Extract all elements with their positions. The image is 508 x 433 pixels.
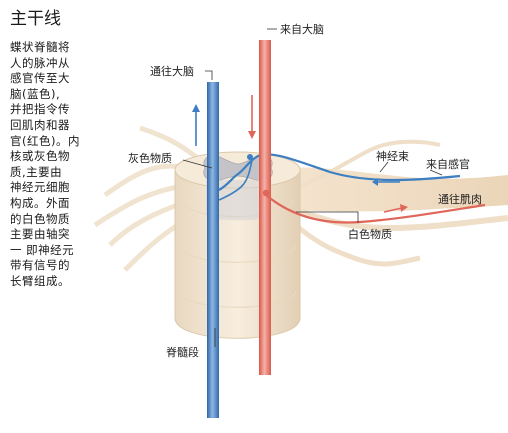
description-line: 脑(蓝色), (10, 86, 61, 101)
label-nerve-bundle: 神经束 (376, 149, 409, 163)
label-gray-matter: 灰色物质 (128, 151, 172, 165)
description-line: 带有信号的 (10, 258, 70, 273)
description-line: 并把指令传 (10, 102, 70, 117)
description-line: 神经元细胞 (10, 180, 70, 195)
nerve-bundle (280, 139, 508, 267)
label-from-senses: 来自感官 (426, 157, 470, 171)
description-line: 的白色物质 (10, 211, 70, 226)
label-to-brain: 通往大脑 (150, 64, 194, 78)
label-to-muscles: 通往肌肉 (438, 192, 482, 206)
description-line: 人的脉冲从 (10, 55, 70, 70)
spinal-segment (174, 151, 301, 339)
figure-title: 主干线 (10, 9, 61, 29)
description-line: 长臂组成。 (10, 273, 70, 288)
description-line: 蝶状脊髓将 (10, 40, 70, 54)
description-line: 回肌肉和器 (10, 117, 70, 132)
description-line: 感官传至大 (10, 71, 70, 86)
label-white-matter: 白色物质 (348, 227, 392, 241)
description-line: 核或灰色物 (10, 149, 70, 164)
description-line: 构成。外面 (10, 195, 70, 210)
label-spinal-segment: 脊髓段 (166, 345, 199, 359)
description-line: 质,主要由 (10, 164, 63, 179)
description-line: 一 即神经元 (10, 242, 75, 257)
leader-lines (182, 28, 471, 347)
description-line: 主要由轴突 (10, 227, 70, 242)
description-line: 官(红色)。内 (10, 133, 80, 148)
figure-description: 蝶状脊髓将 人的脉冲从 感官传至大 脑(蓝色), 并把指令传 回肌肉和器 官(红… (10, 40, 112, 290)
label-from-brain: 来自大脑 (280, 22, 324, 36)
gray-matter-column (206, 180, 270, 221)
motor-pathway (248, 40, 486, 375)
